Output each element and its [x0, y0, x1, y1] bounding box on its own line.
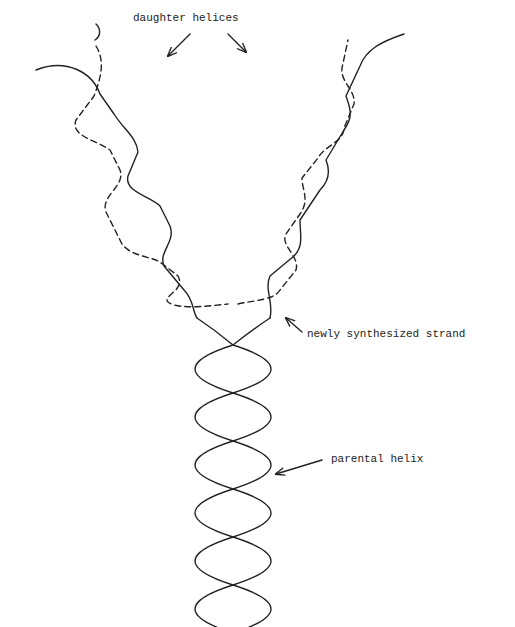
parental-strand	[195, 318, 271, 627]
new-strand	[238, 40, 354, 304]
annotation-label: parental helix	[330, 453, 424, 466]
leader-arrow	[286, 318, 302, 332]
leader-arrow	[228, 34, 246, 52]
parental-strand	[36, 66, 197, 318]
parental-strand	[195, 318, 271, 627]
stray-mark	[95, 24, 100, 40]
leader-arrow	[168, 34, 190, 56]
annotation-label: daughter helices	[132, 12, 240, 25]
annotation-label: newly synthesized strand	[306, 328, 466, 341]
leader-arrow	[276, 460, 322, 474]
parental-strand	[268, 34, 404, 318]
new-strand	[75, 46, 228, 307]
